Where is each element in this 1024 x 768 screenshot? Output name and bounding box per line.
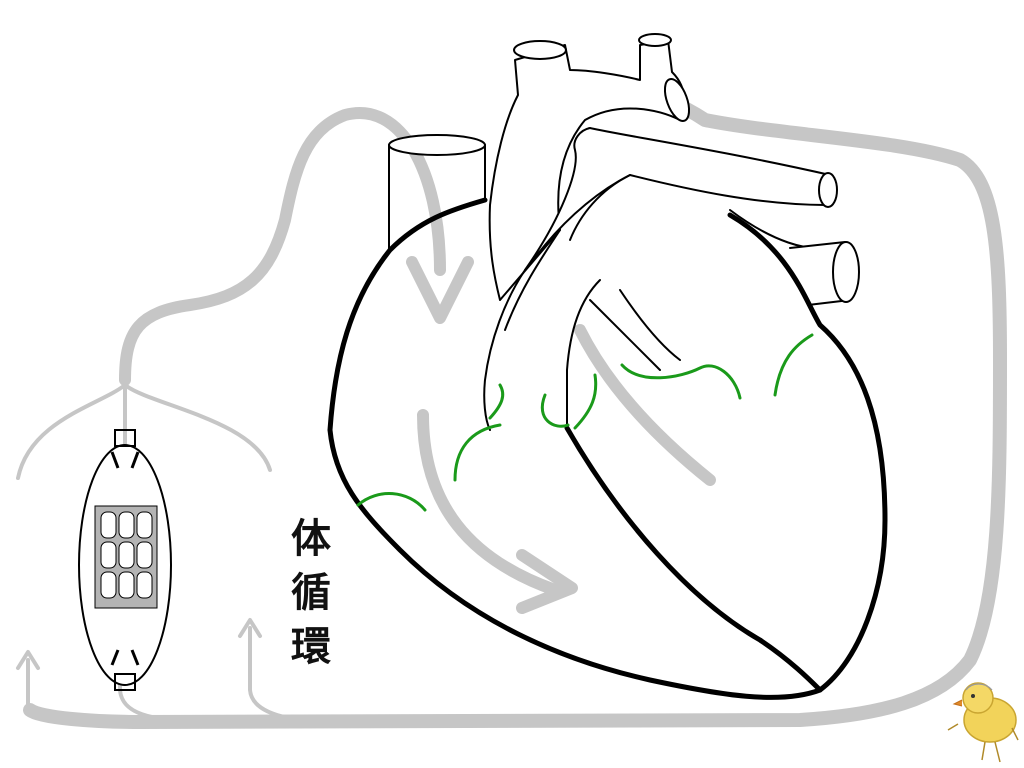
aortic-arch bbox=[488, 33, 691, 301]
superior-vena-cava bbox=[388, 134, 486, 251]
return-middle bbox=[118, 616, 202, 724]
return-left-arrow bbox=[16, 650, 40, 670]
branch-right bbox=[123, 383, 272, 472]
heart-inner-lines bbox=[483, 174, 681, 431]
chick-mascot-icon bbox=[947, 682, 1019, 763]
ventricle-flow-path bbox=[417, 409, 561, 596]
return-right-arrow bbox=[238, 618, 262, 638]
coronary-vessels bbox=[356, 333, 814, 512]
septum-line bbox=[564, 425, 823, 693]
return-left bbox=[26, 658, 142, 724]
return-right bbox=[248, 626, 342, 724]
svc-arrow-head bbox=[406, 256, 474, 324]
heart-outline bbox=[327, 197, 888, 700]
label-char-2: 循 bbox=[291, 570, 331, 616]
systemic-circulation-label: 体 循 環 bbox=[286, 512, 336, 674]
ventricle-arrow-head bbox=[516, 549, 578, 614]
branch-left bbox=[16, 383, 127, 480]
muscle-diagram-icon bbox=[78, 429, 172, 691]
label-char-3: 環 bbox=[291, 624, 331, 670]
pulmonary-vein bbox=[789, 241, 860, 306]
heart-illustration bbox=[327, 33, 888, 700]
pulmonary-flow-path bbox=[574, 324, 716, 486]
label-char-1: 体 bbox=[291, 516, 331, 562]
